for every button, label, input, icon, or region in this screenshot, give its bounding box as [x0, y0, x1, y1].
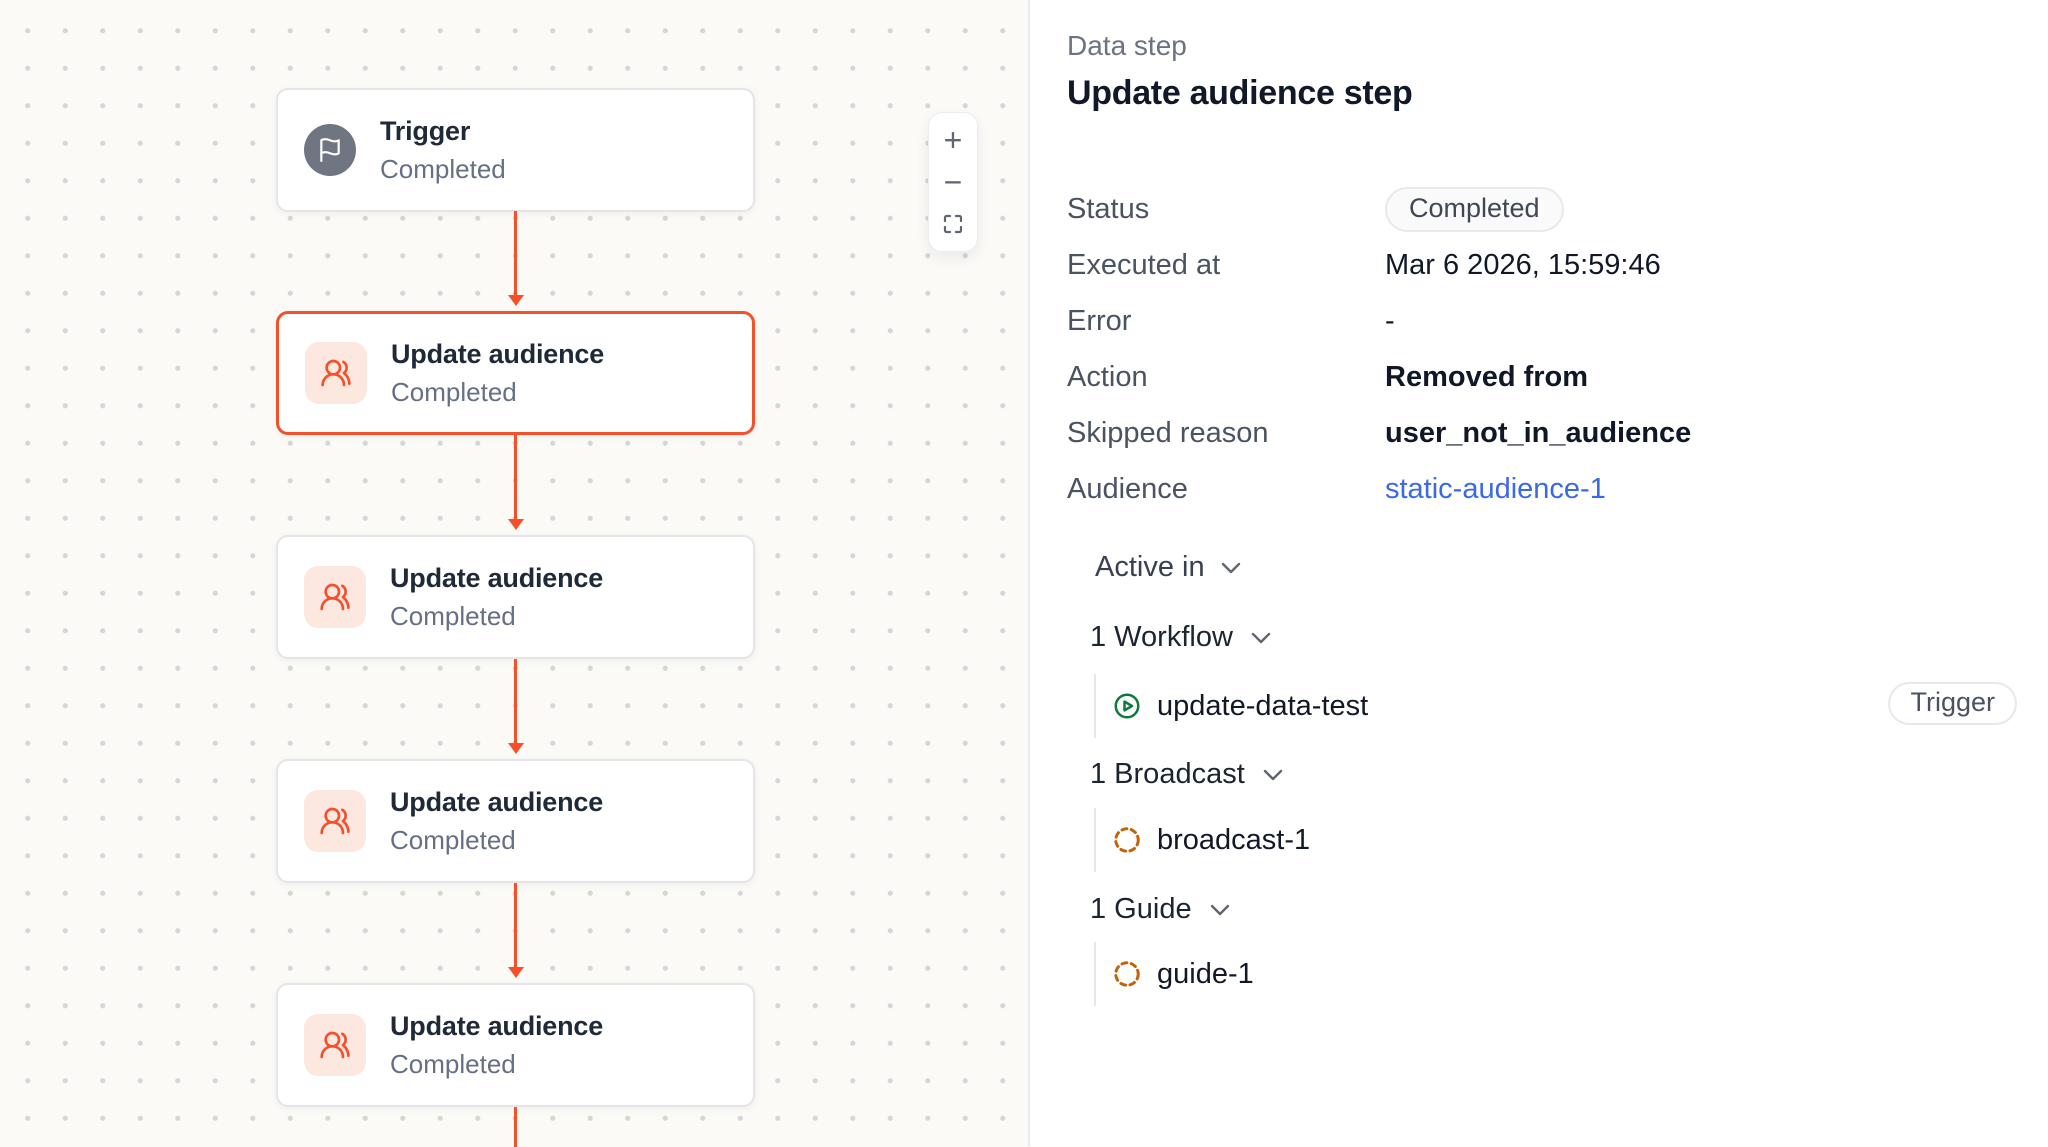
node-status: Completed: [391, 376, 517, 407]
users-icon: [304, 1014, 366, 1076]
edge-connector: [514, 211, 517, 295]
audience-link[interactable]: static-audience-1: [1385, 472, 1606, 505]
node-update-audience-1[interactable]: Update audience Completed: [276, 311, 755, 435]
edge-connector: [514, 435, 517, 519]
guide-name: guide-1: [1157, 957, 1254, 990]
edge-connector: [514, 883, 517, 967]
field-label: Executed at: [1067, 248, 1221, 281]
chevron-down-icon: [1251, 632, 1271, 644]
play-circle-icon: [1112, 691, 1142, 721]
workflow-name: update-data-test: [1157, 689, 1369, 722]
action-value: Removed from: [1385, 360, 1589, 393]
skipped-reason-value: user_not_in_audience: [1385, 416, 1692, 449]
page-title: Update audience step: [1067, 74, 1413, 112]
node-title: Update audience: [391, 338, 605, 369]
group-header-label: 1 Broadcast: [1090, 758, 1245, 790]
zoom-out-button[interactable]: −: [933, 163, 973, 201]
node-title: Update audience: [390, 562, 604, 593]
field-label: Status: [1067, 192, 1150, 225]
field-action: Action Removed from: [1067, 358, 2048, 396]
node-trigger[interactable]: Trigger Completed: [276, 88, 755, 212]
group-header-label: 1 Guide: [1090, 893, 1192, 925]
node-status: Completed: [390, 1048, 516, 1079]
step-details-panel: Data step Update audience step Status Co…: [1030, 0, 2048, 1147]
step-detail-fields: Status Completed Executed at Mar 6 2026,…: [1067, 186, 2048, 526]
node-title: Update audience: [390, 1010, 604, 1041]
list-item-guide[interactable]: guide-1: [1094, 942, 1254, 1006]
trigger-badge: Trigger: [1888, 682, 2017, 725]
field-label: Skipped reason: [1067, 416, 1269, 449]
field-error: Error -: [1067, 302, 2048, 340]
field-label: Action: [1067, 360, 1148, 393]
field-executed-at: Executed at Mar 6 2026, 15:59:46: [1067, 246, 2048, 284]
chevron-down-icon: [1210, 904, 1230, 916]
node-update-audience-3[interactable]: Update audience Completed: [276, 759, 755, 883]
panel-divider: [1028, 0, 1030, 1147]
active-in-label: Active in: [1095, 551, 1205, 583]
node-title: Trigger: [380, 115, 471, 146]
node-title: Update audience: [390, 786, 604, 817]
node-status: Completed: [380, 153, 506, 184]
dashed-circle-icon: [1112, 825, 1142, 855]
error-value: -: [1385, 304, 1395, 337]
field-label: Audience: [1067, 472, 1188, 505]
broadcast-name: broadcast-1: [1157, 823, 1311, 856]
list-item-workflow[interactable]: update-data-test: [1094, 674, 1368, 738]
active-in-toggle[interactable]: Active in: [1095, 551, 1241, 584]
edge-arrowhead-icon: [507, 295, 524, 306]
edge-connector: [514, 1107, 517, 1147]
chevron-down-icon: [1221, 562, 1241, 574]
executed-at-value: Mar 6 2026, 15:59:46: [1385, 248, 1661, 281]
users-icon: [304, 790, 366, 852]
edge-arrowhead-icon: [507, 967, 524, 978]
edge-arrowhead-icon: [507, 519, 524, 530]
users-icon: [305, 342, 367, 404]
edge-connector: [514, 659, 517, 743]
step-type-label: Data step: [1067, 30, 1187, 61]
field-status: Status Completed: [1067, 186, 2048, 232]
fit-screen-icon: [941, 212, 965, 236]
minus-icon: −: [943, 164, 963, 200]
chevron-down-icon: [1263, 769, 1283, 781]
node-status: Completed: [390, 600, 516, 631]
status-badge: Completed: [1385, 186, 1564, 232]
edge-arrowhead-icon: [507, 743, 524, 754]
fit-view-button[interactable]: [933, 205, 973, 243]
group-header-broadcast[interactable]: 1 Broadcast: [1090, 758, 1283, 791]
field-skipped-reason: Skipped reason user_not_in_audience: [1067, 414, 2048, 452]
field-audience: Audience static-audience-1: [1067, 470, 2048, 508]
node-status: Completed: [390, 824, 516, 855]
node-update-audience-2[interactable]: Update audience Completed: [276, 535, 755, 659]
list-item-broadcast[interactable]: broadcast-1: [1094, 808, 1310, 872]
canvas-zoom-controls: + −: [928, 112, 978, 252]
group-header-guide[interactable]: 1 Guide: [1090, 893, 1230, 926]
group-header-workflow[interactable]: 1 Workflow: [1090, 621, 1271, 654]
users-icon: [304, 566, 366, 628]
dashed-circle-icon: [1112, 959, 1142, 989]
group-header-label: 1 Workflow: [1090, 621, 1233, 653]
flag-icon: [304, 124, 356, 176]
zoom-in-button[interactable]: +: [933, 121, 973, 159]
field-label: Error: [1067, 304, 1132, 337]
workflow-canvas[interactable]: Trigger Completed Update audience Comple…: [0, 0, 1028, 1147]
node-update-audience-4[interactable]: Update audience Completed: [276, 983, 755, 1107]
plus-icon: +: [943, 122, 963, 158]
